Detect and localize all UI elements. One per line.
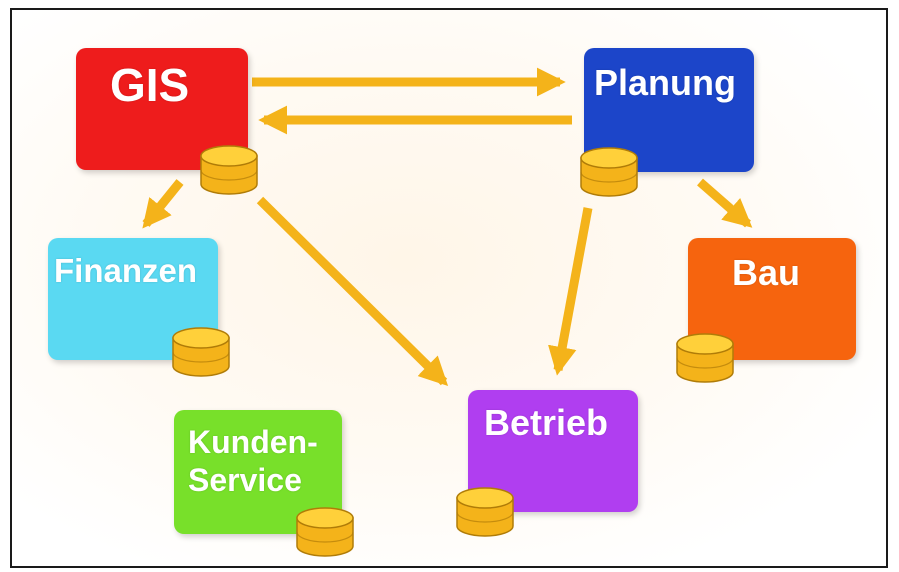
database-cylinder-icon <box>456 487 514 537</box>
diagram-frame: GIS Planung Finanzen Bau Betrieb Kunden-… <box>10 8 888 568</box>
node-gis-label: GIS <box>110 59 190 111</box>
node-bau-label: Bau <box>732 252 801 293</box>
database-cylinder-icon <box>172 327 230 377</box>
arrow-gis-to-betrieb <box>256 196 449 387</box>
node-kundenservice-label-line1: Kunden- <box>188 424 318 460</box>
arrows-layer <box>142 67 753 387</box>
node-kundenservice: Kunden- Service <box>174 410 342 534</box>
database-cylinder-icon <box>200 145 258 195</box>
database-cylinder-icon <box>676 333 734 383</box>
node-finanzen-label: Finanzen <box>54 252 198 289</box>
node-planung-label: Planung <box>594 62 736 103</box>
arrow-planung-to-bau <box>697 178 753 228</box>
node-betrieb-label: Betrieb <box>484 402 609 443</box>
database-cylinder-icon <box>580 147 638 197</box>
arrow-planung-to-betrieb <box>548 207 593 376</box>
node-kundenservice-label-line2: Service <box>188 462 302 498</box>
database-cylinder-icon <box>296 507 354 557</box>
arrow-gis-to-finanzen <box>142 179 184 229</box>
node-bau: Bau <box>688 238 856 360</box>
